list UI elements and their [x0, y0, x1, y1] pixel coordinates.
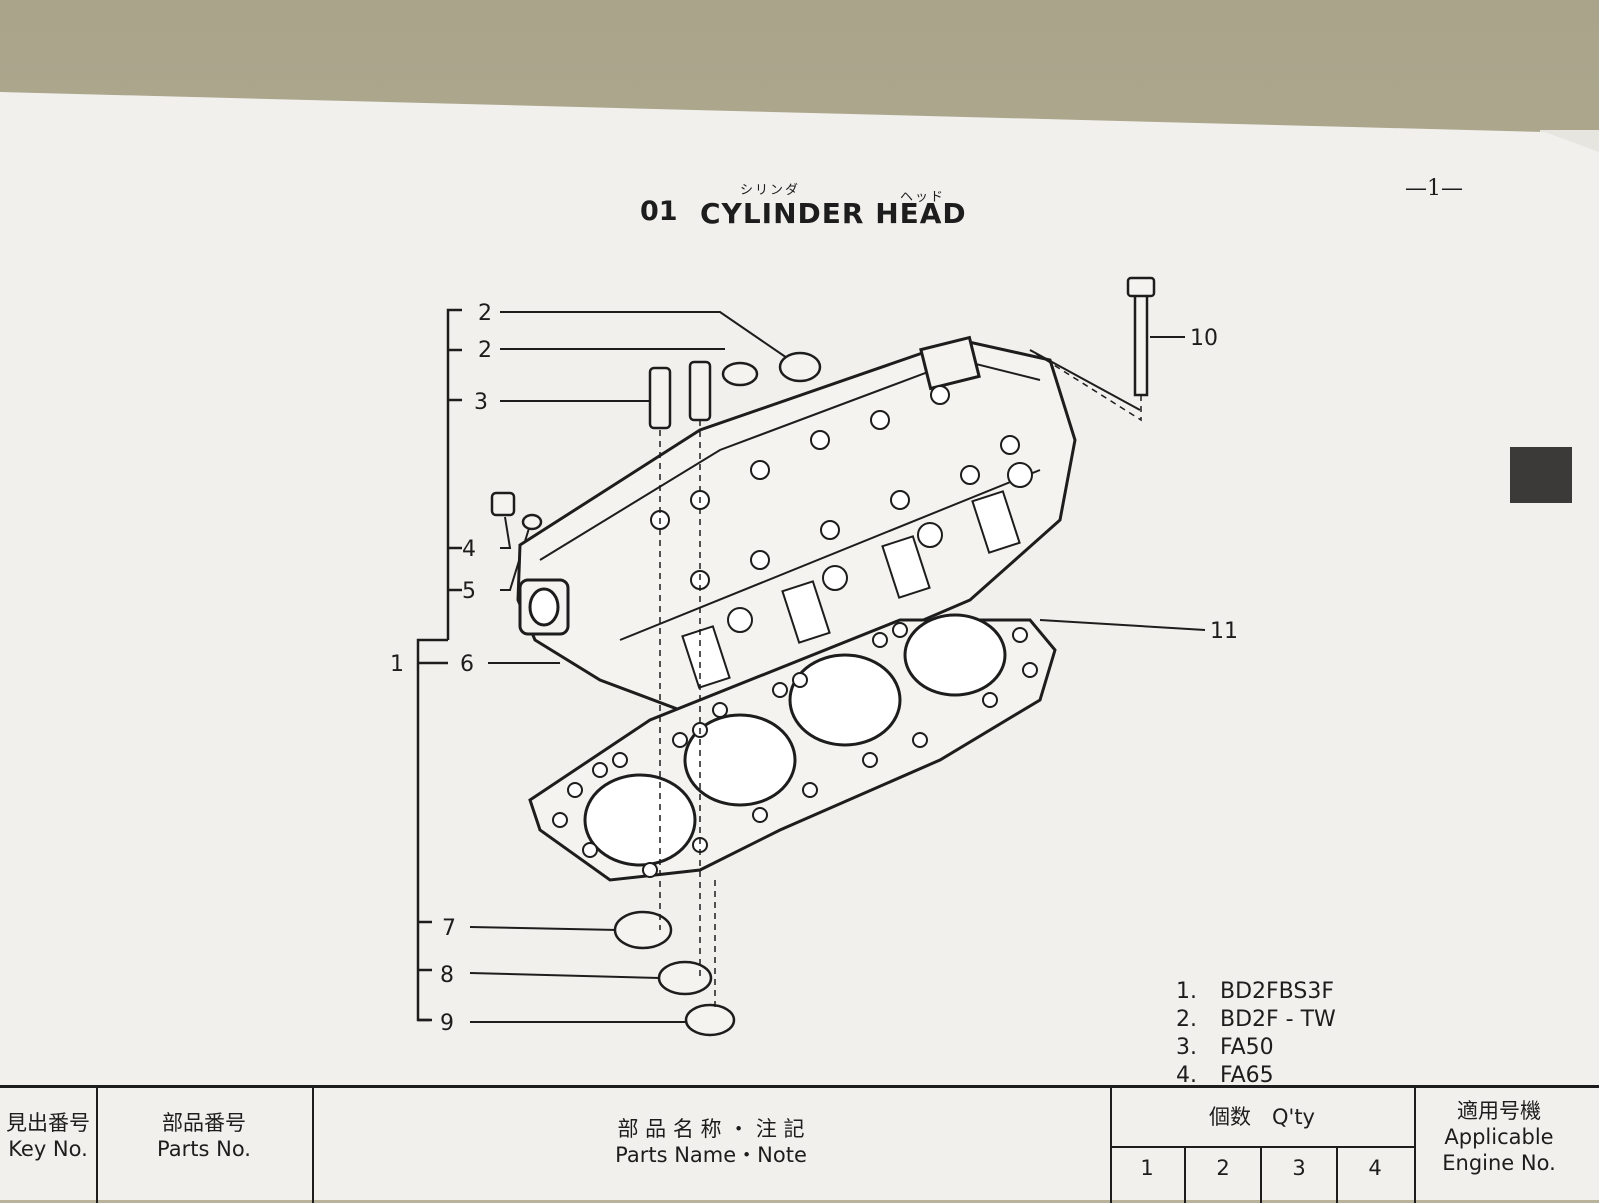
ring-part-7 — [613, 910, 673, 950]
washer-part — [521, 513, 543, 531]
qty-col-4: 4 — [1368, 1156, 1382, 1180]
parts-no-jp: 部品番号 — [162, 1111, 246, 1135]
qty-col-2: 2 — [1186, 1148, 1262, 1203]
head-bolt — [1133, 281, 1149, 397]
callout-8: 8 — [440, 963, 454, 988]
parts-no-en: Parts No. — [157, 1137, 251, 1161]
ring-part-9 — [684, 1003, 736, 1037]
section-number: 01 — [640, 196, 678, 227]
qty-label: 個数 Q'ty — [1209, 1105, 1315, 1129]
callout-1: 1 — [390, 652, 404, 677]
engine-item: 4.FA65 — [1176, 1063, 1274, 1088]
engine-model-list: 1.BD2FBS3F 2.BD2F - TW 3.FA50 4.FA65 — [1176, 978, 1336, 1090]
callout-9: 9 — [440, 1011, 454, 1036]
section-title: CYLINDER HEAD — [700, 197, 967, 230]
engine-model: BD2FBS3F — [1220, 979, 1335, 1004]
engine-model: BD2F - TW — [1220, 1007, 1336, 1032]
engine-en-2: Engine No. — [1442, 1151, 1556, 1175]
col-parts-name: 部 品 名 称 ・ 注 記 Parts Name・Note — [312, 1088, 1112, 1203]
engine-item: 2.BD2F - TW — [1176, 1007, 1336, 1032]
engine-item: 3.FA50 — [1176, 1035, 1274, 1060]
ruby-cylinder: シリンダ — [740, 183, 801, 198]
sleeve-left — [648, 366, 672, 430]
callout-2b: 2 — [478, 338, 492, 363]
callout-6: 6 — [460, 652, 474, 677]
qty-col-3: 3 — [1262, 1148, 1338, 1203]
bolt-part — [490, 491, 516, 517]
bracket-line — [416, 308, 462, 1022]
callout-10: 10 — [1190, 326, 1218, 351]
parts-table-header: 見出番号 Key No. 部品番号 Parts No. 部 品 名 称 ・ 注 … — [0, 1085, 1599, 1203]
key-no-en: Key No. — [8, 1137, 88, 1161]
plug-ring — [721, 361, 759, 387]
thumb-index-tab — [1510, 447, 1572, 503]
parts-name-en: Parts Name・Note — [615, 1143, 807, 1167]
col-key-no: 見出番号 Key No. — [0, 1088, 98, 1203]
callout-5: 5 — [462, 579, 476, 604]
engine-model: FA65 — [1220, 1063, 1274, 1088]
callout-4: 4 — [462, 537, 476, 562]
callout-2a: 2 — [478, 301, 492, 326]
callout-11: 11 — [1210, 619, 1238, 644]
sleeve-right — [688, 360, 712, 422]
col-applicable-engine: 適用号機 Applicable Engine No. — [1414, 1088, 1599, 1203]
parts-name-jp: 部 品 名 称 ・ 注 記 — [617, 1117, 805, 1141]
engine-model: FA50 — [1220, 1035, 1274, 1060]
engine-en-1: Applicable — [1444, 1125, 1554, 1149]
ring-part-8 — [657, 960, 713, 996]
col-qty: 個数 Q'ty 1 2 3 4 — [1110, 1088, 1416, 1203]
plug-part — [778, 351, 822, 383]
key-no-jp: 見出番号 — [6, 1111, 90, 1135]
page-number: —1— — [1405, 176, 1463, 201]
col-parts-no: 部品番号 Parts No. — [96, 1088, 314, 1203]
engine-jp: 適用号機 — [1457, 1099, 1541, 1123]
engine-item: 1.BD2FBS3F — [1176, 979, 1335, 1004]
callout-7: 7 — [442, 916, 456, 941]
qty-col-1: 1 — [1110, 1148, 1186, 1203]
callout-3: 3 — [474, 390, 488, 415]
ruby-head: ヘッド — [900, 190, 946, 205]
